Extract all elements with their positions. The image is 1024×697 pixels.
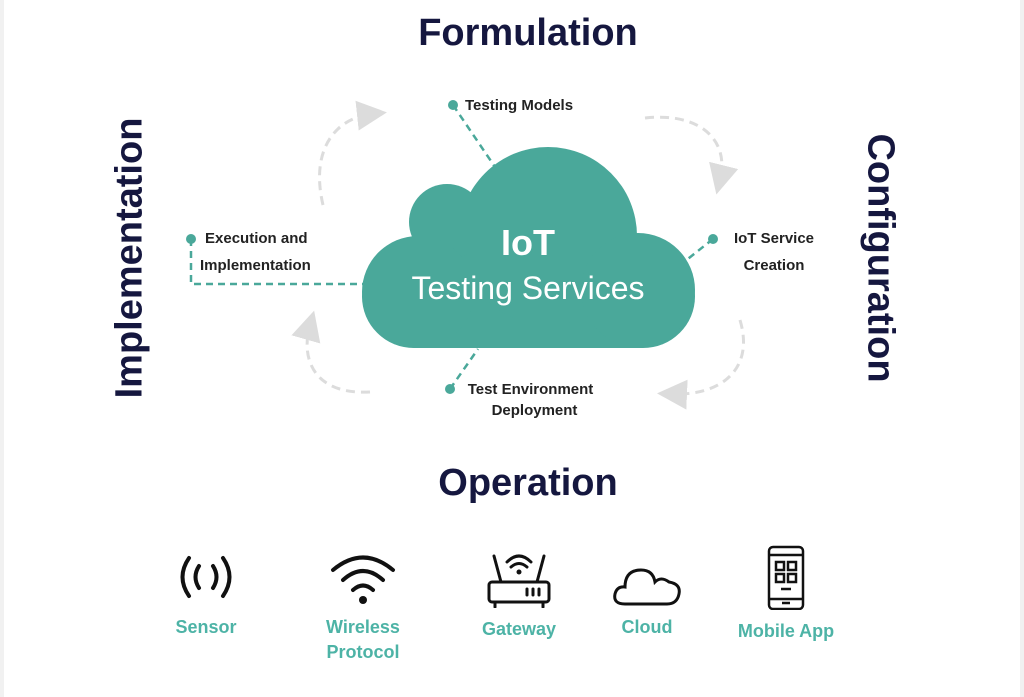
- arrow-bottom-left: [291, 310, 371, 394]
- step-testing-models: Testing Models: [465, 97, 574, 114]
- component-gateway: Gateway: [449, 548, 589, 642]
- cloud-icon: [613, 568, 681, 606]
- arrow-top-right: [644, 115, 739, 195]
- component-label-line2: Protocol: [326, 642, 400, 662]
- component-cloud: Cloud: [577, 550, 717, 640]
- phase-implementation: Implementation: [108, 117, 151, 399]
- component-label: Gateway: [481, 619, 557, 639]
- component-label: Sensor: [175, 617, 237, 637]
- step-service-line2: Creation: [743, 257, 805, 274]
- component-sensor: Sensor: [136, 550, 276, 640]
- step-env-line1: Test Environment: [467, 381, 594, 398]
- step-env-line2: Deployment: [491, 402, 578, 419]
- wifi-icon: [331, 555, 395, 604]
- phase-configuration: Configuration: [859, 133, 902, 383]
- phase-formulation: Formulation: [418, 12, 638, 54]
- step-service-line1: IoT Service: [733, 230, 815, 247]
- connectors: [189, 104, 714, 390]
- step-execution-line2: Implementation: [200, 257, 311, 274]
- phase-operation: Operation: [438, 462, 618, 504]
- step-execution: Execution and Implementation: [200, 225, 350, 279]
- center-subtitle: Testing Services: [411, 270, 645, 306]
- connector-dots: [186, 100, 718, 394]
- step-service-creation: IoT Service Creation: [724, 225, 824, 279]
- mobile-app-icon: [767, 545, 805, 611]
- center-title: IoT: [501, 222, 555, 263]
- sensor-icon: [180, 556, 232, 598]
- arrow-top-left: [318, 100, 387, 206]
- step-execution-line1: Execution and: [205, 230, 308, 247]
- cycle-arrows: [291, 100, 746, 410]
- component-label: Wireless: [326, 617, 400, 637]
- cloud-shape: [362, 147, 695, 348]
- right-border: [1020, 0, 1024, 697]
- arrow-bottom-right: [657, 319, 746, 410]
- left-border: [0, 0, 4, 697]
- component-label: Mobile App: [737, 621, 835, 641]
- component-label: Cloud: [621, 617, 673, 637]
- component-wireless: Wireless Protocol: [293, 550, 433, 665]
- component-mobile-app: Mobile App: [716, 545, 856, 644]
- router-icon: [487, 554, 551, 609]
- step-test-environment: Test Environment Deployment: [458, 379, 603, 421]
